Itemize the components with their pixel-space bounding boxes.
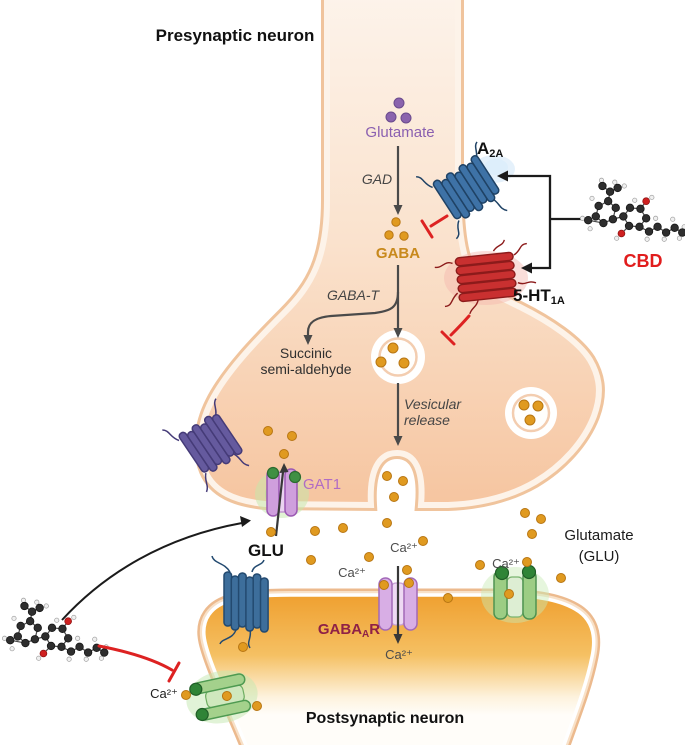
gat1-transporter [255, 466, 309, 518]
a2a-subscript: 2A [489, 148, 504, 160]
postsynaptic-neuron-label: Postsynaptic neuron [305, 710, 465, 727]
purple-receptor [162, 398, 250, 493]
succinic-semialdehyde-label: Succinic semi-aldehyde [260, 345, 352, 377]
glutamate-glu-label: Glutamate (GLU) [564, 525, 633, 567]
glutamate-right-line2: (GLU) [578, 548, 620, 565]
gad-enzyme-label: GAD [361, 171, 393, 187]
gabaa-ca-arrow [393, 566, 403, 644]
calcium-label-3: Ca²⁺ [492, 556, 520, 571]
cbd-molecule-top [579, 177, 685, 243]
glutamate-dots [385, 97, 412, 124]
cbd-to-gat1-arrow [61, 516, 251, 621]
cbd-molecule-bottom [1, 597, 109, 663]
succinic-line2: semi-aldehyde [260, 360, 352, 377]
gaba-t-enzyme-label: GABA-T [326, 287, 380, 303]
gaba-dots [181, 217, 566, 711]
calcium-label-5: Ca²⁺ [150, 686, 178, 701]
a2a-receptor-label: A2A [477, 139, 503, 160]
synaptic-vesicle-2 [505, 387, 557, 439]
gabaar-subscript: A [362, 629, 370, 640]
presynaptic-neuron-label: Presynaptic neuron [155, 26, 315, 45]
vesicular-line1: Vesicular [404, 396, 462, 412]
postsynaptic-blue-receptor [211, 555, 269, 649]
gabaar-part1: GABA [317, 621, 363, 638]
calcium-label-2: Ca²⁺ [338, 565, 366, 580]
calcium-label-4: Ca²⁺ [385, 647, 413, 662]
ht1a-subscript: 1A [550, 295, 565, 307]
gaba-label: GABA [375, 245, 421, 262]
vesicular-release-label: Vesicular release [404, 396, 462, 428]
ht1a-receptor [434, 239, 537, 315]
vesicular-line2: release [404, 411, 450, 428]
ht1a-base: 5-HT [513, 286, 551, 305]
ht1a-receptor-label: 5-HT1A [513, 286, 565, 307]
inhibition-tbar-ht1a-vesicle [440, 314, 471, 346]
cbd-arrows [504, 174, 585, 270]
gabaar-part2: R [369, 621, 381, 638]
pathway-arrowheads [303, 205, 403, 446]
gabaa-receptor-label: GABAAR [317, 621, 381, 640]
gat1-label: GAT1 [303, 476, 342, 493]
a2a-base: A [477, 139, 490, 158]
gabaa-receptor-channel [378, 577, 418, 631]
glutamate-top-label: Glutamate [365, 124, 435, 141]
calcium-channel-green [186, 670, 258, 724]
calcium-label-1: Ca²⁺ [390, 540, 418, 555]
pathway-arrows [306, 146, 400, 437]
glutamate-receptor-green [481, 564, 549, 623]
presynaptic-terminal [194, 0, 605, 512]
glu-label: GLU [248, 541, 284, 560]
cbd-label: CBD [623, 251, 663, 271]
a2a-glow-inner [484, 159, 508, 175]
a2a-receptor [416, 141, 508, 240]
succinic-line1: Succinic [279, 345, 333, 361]
inhibition-tbar-a2a-gaba [420, 214, 449, 239]
gat1-uptake-arrow [274, 463, 289, 537]
glutamate-right-line1: Glutamate [564, 527, 634, 544]
cbd-arrowheads [497, 170, 532, 274]
inhibition-tbar-cbd-ca [97, 644, 181, 683]
